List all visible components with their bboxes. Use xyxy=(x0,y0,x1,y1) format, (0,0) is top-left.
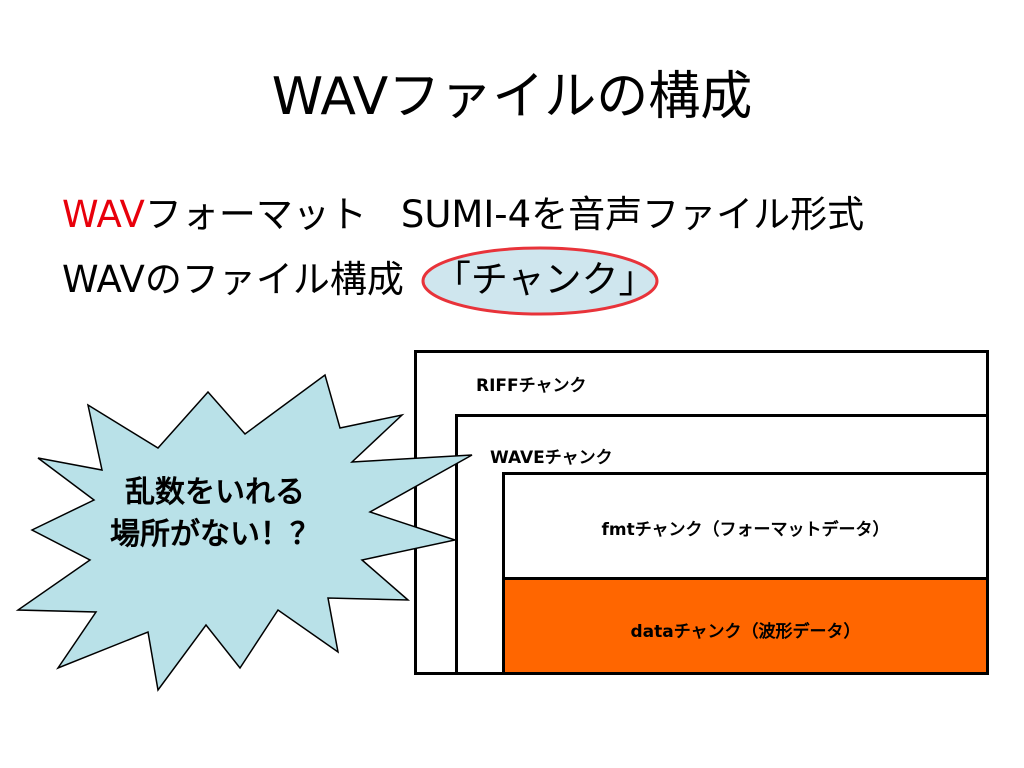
chunk-word: 「チャンク」 xyxy=(433,258,656,301)
sumi4-text: SUMI-4を音声ファイル形式 xyxy=(400,193,865,236)
callout-text: 乱数をいれる 場所がない！？ xyxy=(70,472,360,556)
bullet-line-structure: WAVのファイル構成 「チャンク」 xyxy=(62,246,659,316)
callout-line-1: 乱数をいれる xyxy=(125,475,305,510)
callout-line-2: 場所がない！？ xyxy=(110,517,320,552)
data-chunk-box xyxy=(502,577,989,675)
data-chunk-label: dataチャンク（波形データ） xyxy=(630,622,861,642)
format-word: フォーマット xyxy=(144,193,367,236)
riff-chunk-label: RIFFチャンク xyxy=(476,376,587,396)
fmt-chunk-label: fmtチャンク（フォーマットデータ） xyxy=(601,520,890,540)
wave-chunk-label: WAVEチャンク xyxy=(490,448,613,468)
slide-title: WAVファイルの構成 xyxy=(271,67,753,127)
bullet-line-format: WAVフォーマット SUMI-4を音声ファイル形式 xyxy=(62,190,864,240)
wav-highlight: WAV xyxy=(62,193,145,236)
file-structure-text: WAVのファイル構成 xyxy=(62,258,404,301)
